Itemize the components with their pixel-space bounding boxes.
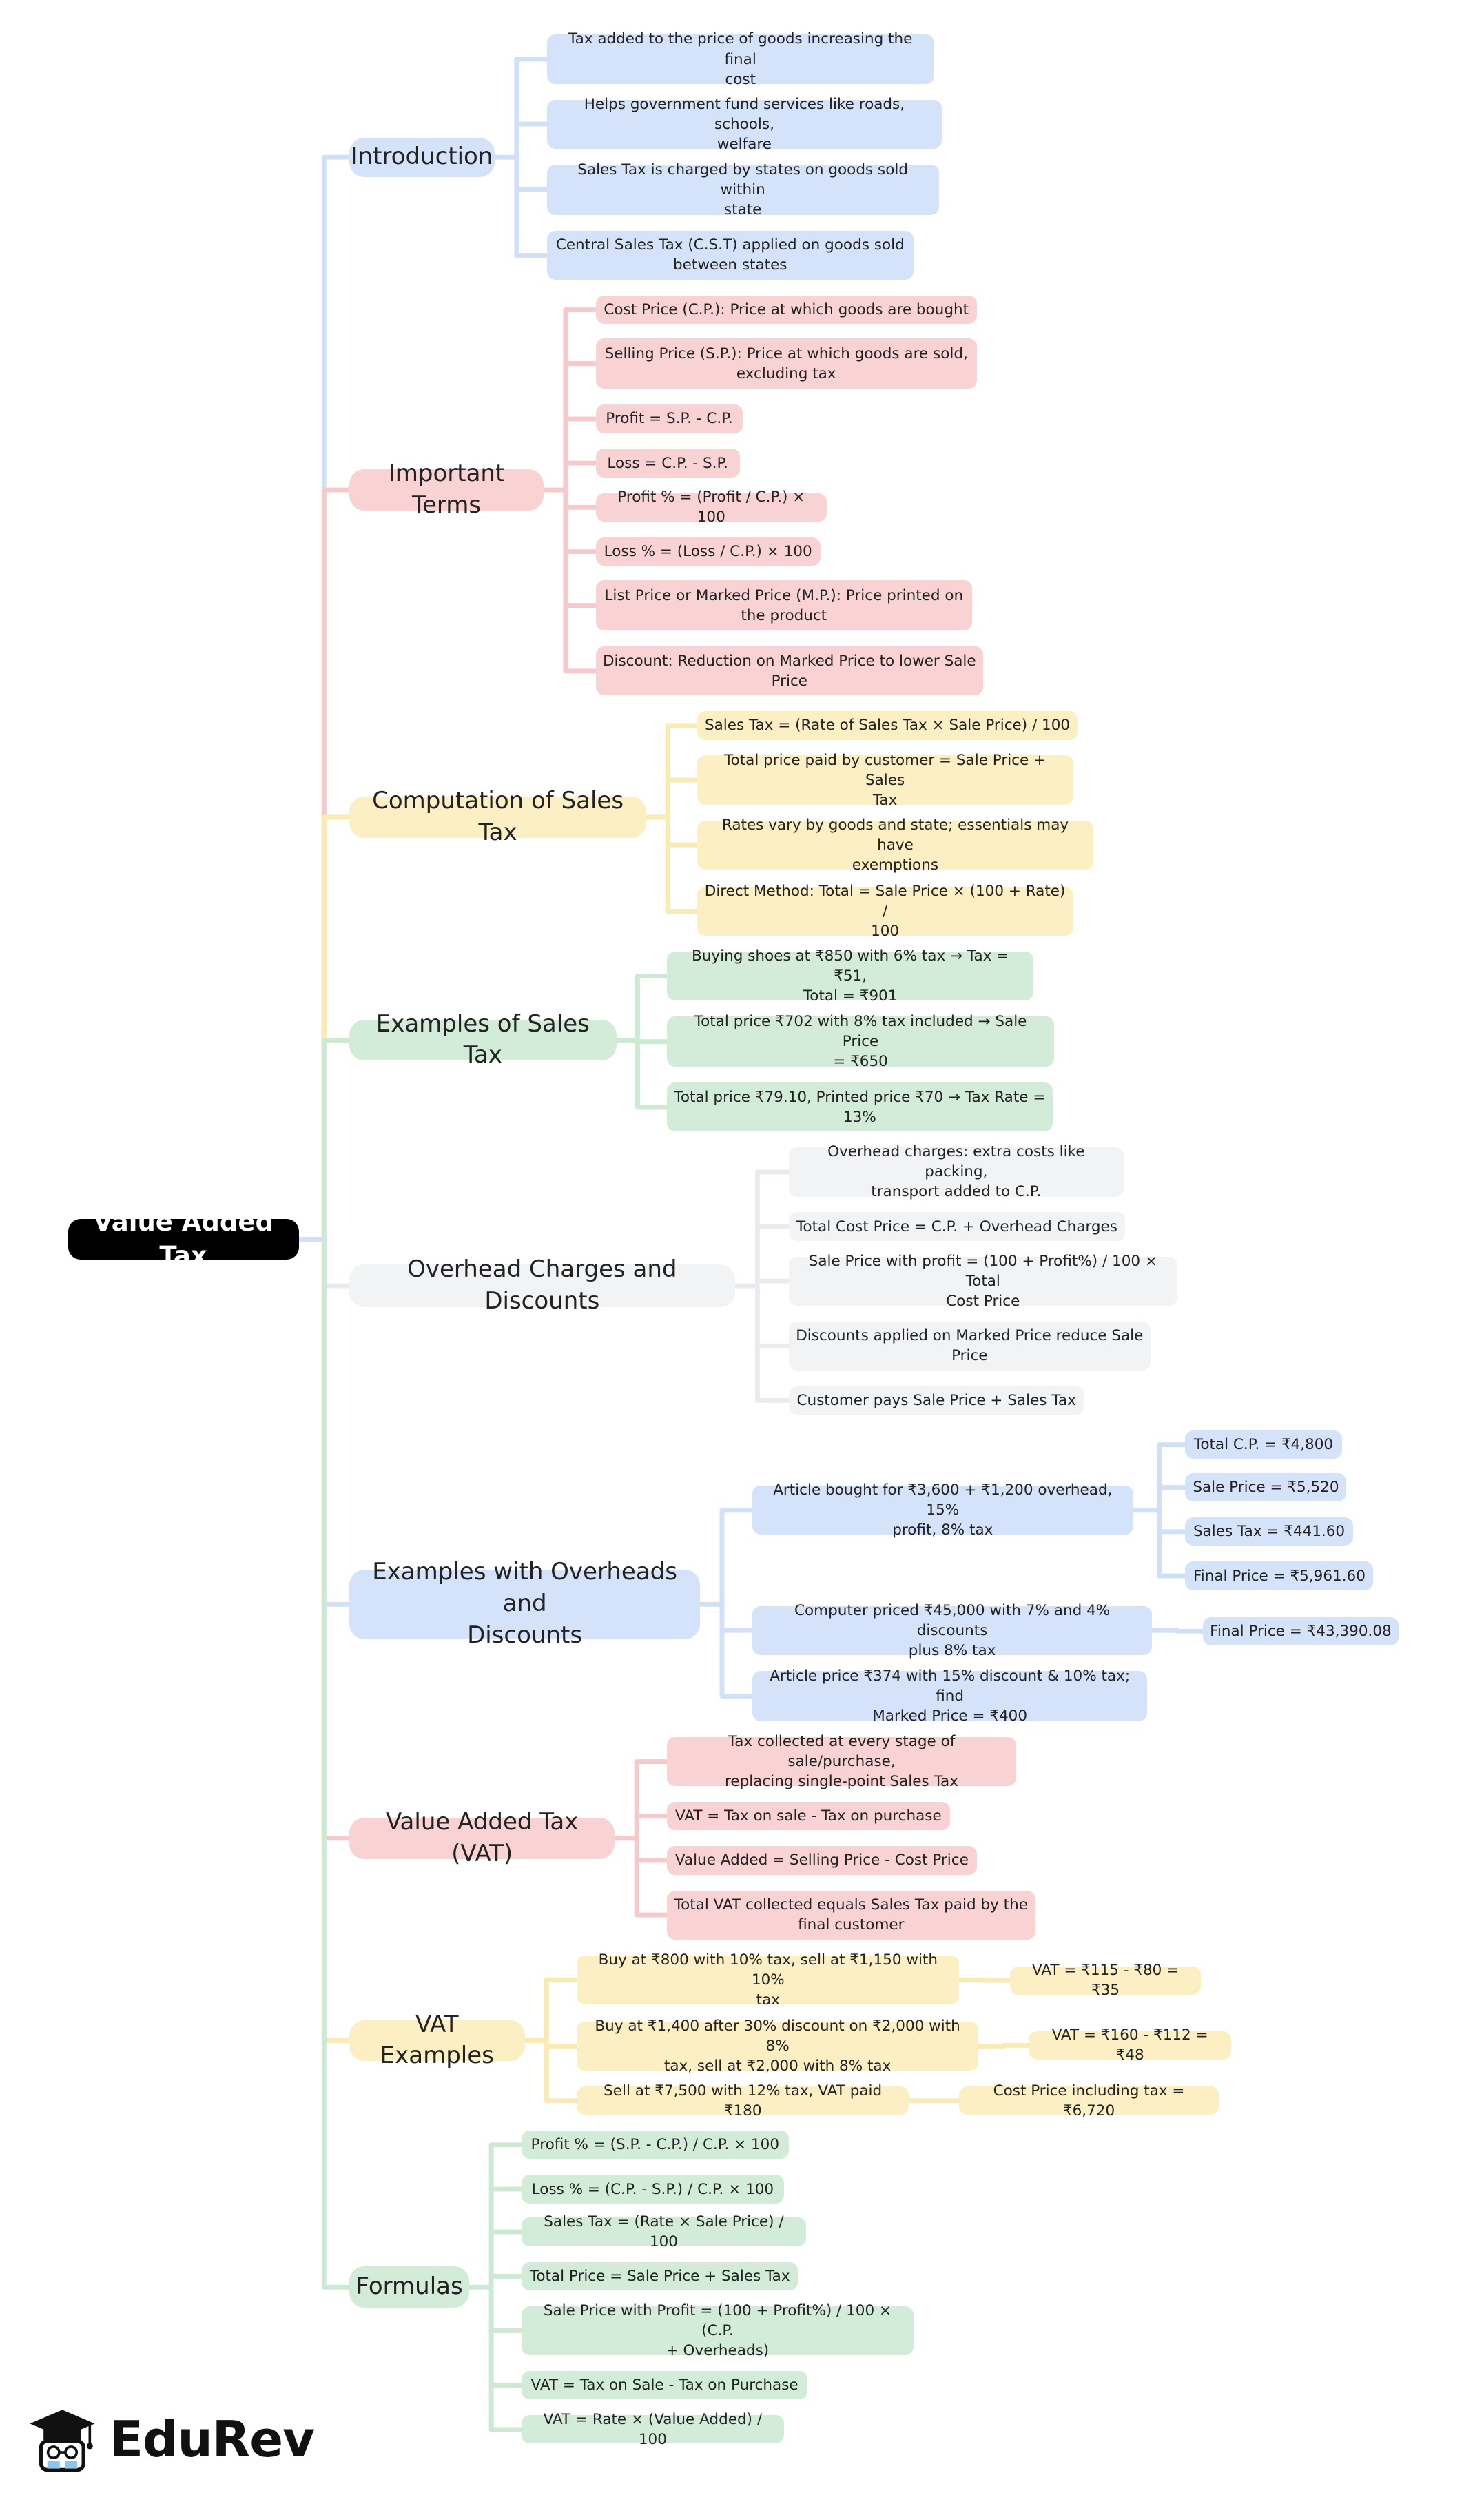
branch-node: Examples of Sales Tax (349, 1010, 617, 1069)
sub-leaf-node: Final Price = ₹5,961.60 (1185, 1561, 1374, 1590)
leaf-node: Value Added = Selling Price - Cost Price (667, 1846, 977, 1875)
leaf-node: Helps government fund services like road… (546, 96, 942, 153)
leaf-node: Customer pays Sale Price + Sales Tax (788, 1386, 1084, 1415)
leaf-node: Discounts applied on Marked Price reduce… (788, 1321, 1151, 1371)
leaf-node: Total VAT collected equals Sales Tax pai… (667, 1890, 1035, 1940)
leaf-node: Direct Method: Total = Sale Price × (100… (697, 883, 1073, 940)
leaf-node: Total price ₹79.10, Printed price ₹70 → … (667, 1082, 1053, 1132)
sub-leaf-node: VAT = ₹115 - ₹80 = ₹35 (1009, 1962, 1202, 1999)
leaf-node: Total Cost Price = C.P. + Overhead Charg… (788, 1212, 1126, 1241)
branch-node: Overhead Charges and Discounts (349, 1255, 735, 1315)
leaf-node: VAT = Rate × (Value Added) / 100 (521, 2411, 784, 2448)
edurev-logo: EduRev (25, 2391, 315, 2487)
leaf-node: Loss % = (C.P. - S.P.) / C.P. × 100 (521, 2175, 784, 2204)
leaf-node: VAT = Tax on sale - Tax on purchase (667, 1802, 950, 1831)
leaf-node: Central Sales Tax (C.S.T) applied on goo… (546, 230, 914, 280)
leaf-node: Overhead charges: extra costs like packi… (788, 1143, 1124, 1200)
sub-leaf-node: Final Price = ₹43,390.08 (1202, 1617, 1399, 1645)
sub-leaf-node: Cost Price including tax = ₹6,720 (959, 2082, 1219, 2120)
leaf-node: Total price paid by customer = Sale Pric… (697, 752, 1073, 809)
leaf-node: Sales Tax is charged by states on goods … (546, 161, 939, 218)
leaf-node: Total Price = Sale Price + Sales Tax (521, 2261, 798, 2290)
sub-leaf-node: Total C.P. = ₹4,800 (1185, 1430, 1342, 1459)
leaf-node: Tax added to the price of goods increasi… (546, 30, 934, 88)
brand-name: EduRev (109, 2410, 315, 2468)
leaf-node: Article bought for ₹3,600 + ₹1,200 overh… (752, 1481, 1133, 1539)
leaf-node: Computer priced ₹45,000 with 7% and 4% d… (752, 1602, 1153, 1659)
graduate-icon (30, 2410, 95, 2472)
leaf-node: Tax collected at every stage of sale/pur… (667, 1733, 1016, 1790)
leaf-node: Total price ₹702 with 8% tax included → … (667, 1013, 1055, 1070)
branch-node: VAT Examples (349, 2011, 525, 2069)
sub-leaf-node: Sales Tax = ₹441.60 (1185, 1517, 1353, 1546)
leaf-node: VAT = Tax on Sale - Tax on Purchase (521, 2370, 808, 2400)
branch-node: Formulas (349, 2266, 470, 2308)
leaf-node: Article price ₹374 with 15% discount & 1… (752, 1667, 1148, 1725)
branch-node: Important Terms (349, 460, 544, 519)
leaf-node: Sale Price with Profit = (100 + Profit%)… (521, 2302, 914, 2359)
leaf-node: Sales Tax = (Rate × Sale Price) / 100 (521, 2213, 806, 2250)
sub-leaf-node: Sale Price = ₹5,520 (1185, 1472, 1347, 1502)
leaf-node: Selling Price (S.P.): Price at which goo… (595, 338, 977, 389)
leaf-node: Loss = C.P. - S.P. (595, 449, 740, 478)
leaf-node: Loss % = (Loss / C.P.) × 100 (595, 537, 821, 566)
leaf-node: Sell at ₹7,500 with 12% tax, VAT paid ₹1… (577, 2082, 909, 2120)
root-node: Value Added Tax (68, 1207, 299, 1271)
branch-node: Value Added Tax (VAT) (349, 1808, 615, 1867)
leaf-node: Cost Price (C.P.): Price at which goods … (595, 295, 977, 325)
leaf-node: Profit % = (S.P. - C.P.) / C.P. × 100 (521, 2131, 789, 2159)
leaf-node: Discount: Reduction on Marked Price to l… (595, 646, 983, 696)
leaf-node: Buying shoes at ₹850 with 6% tax → Tax =… (667, 947, 1034, 1005)
leaf-node: Buy at ₹800 with 10% tax, sell at ₹1,150… (577, 1951, 960, 2009)
leaf-node: List Price or Marked Price (M.P.): Price… (595, 579, 972, 631)
leaf-node: Sales Tax = (Rate of Sales Tax × Sale Pr… (697, 711, 1078, 740)
leaf-node: Buy at ₹1,400 after 30% discount on ₹2,0… (577, 2018, 978, 2075)
leaf-node: Profit = S.P. - C.P. (595, 404, 743, 433)
branch-node: Examples with Overheads and Discounts (349, 1558, 701, 1649)
branch-node: Computation of Sales Tax (349, 787, 647, 846)
leaf-node: Sale Price with profit = (100 + Profit%)… (788, 1253, 1177, 1310)
leaf-node: Profit % = (Profit / C.P.) × 100 (595, 489, 827, 526)
sub-leaf-node: VAT = ₹160 - ₹112 = ₹48 (1029, 2026, 1231, 2064)
leaf-node: Rates vary by goods and state; essential… (697, 817, 1094, 874)
branch-node: Introduction (349, 137, 495, 177)
